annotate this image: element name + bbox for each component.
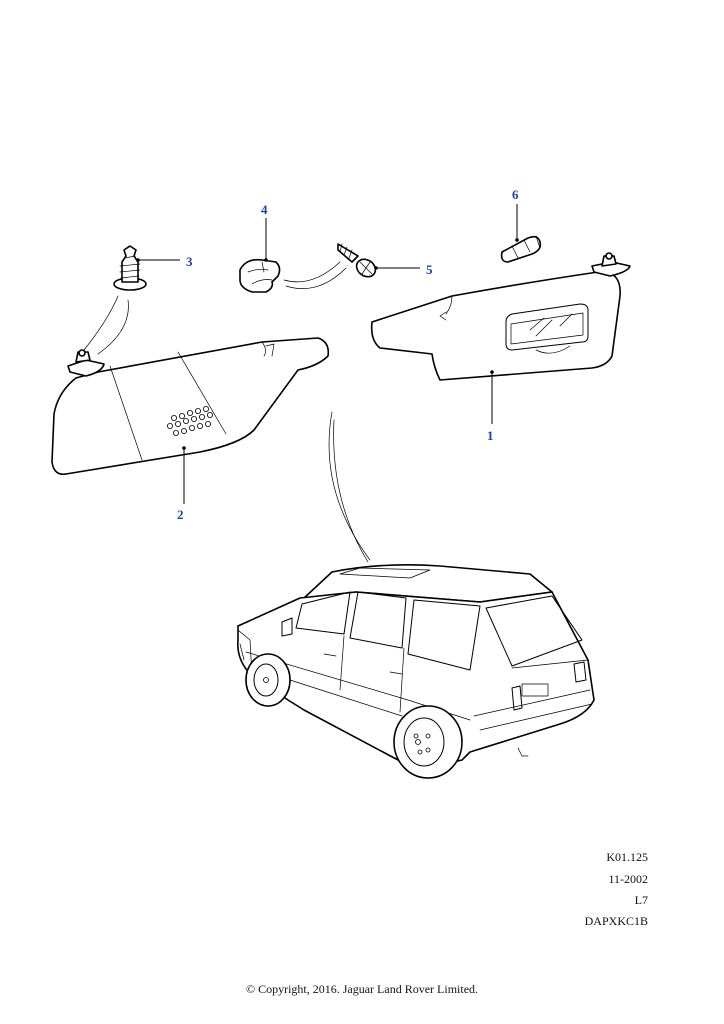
leader-dot-3 — [136, 258, 140, 262]
diagram-code: K01.125 — [606, 850, 648, 864]
callout-6: 6 — [512, 187, 519, 202]
screw — [337, 243, 377, 278]
visor-pivot-bracket-left — [67, 349, 105, 377]
callout-1: 1 — [487, 428, 494, 443]
vehicle-illustration — [236, 564, 595, 779]
sun-visor-right — [370, 252, 631, 381]
callout-3: 3 — [186, 254, 193, 269]
sun-visor-left — [51, 337, 330, 476]
leader-dot-1 — [490, 370, 494, 374]
vanity-mirror — [505, 303, 589, 354]
visor-perforation-grid — [166, 405, 213, 436]
fitment-line-4 — [283, 261, 341, 283]
fitment-line-3 — [83, 295, 119, 351]
callout-2: 2 — [177, 507, 184, 522]
visor-pivot-bracket-right — [591, 252, 631, 277]
leader-dot-6 — [515, 238, 519, 242]
diagram-date: 11-2002 — [608, 872, 648, 886]
wheel-front — [245, 653, 291, 707]
visor-clip — [239, 258, 281, 293]
leader-dot-5 — [374, 266, 378, 270]
callout-4: 4 — [261, 202, 268, 217]
diagram-level: L7 — [634, 893, 648, 907]
leader-dot-4 — [264, 258, 268, 262]
location-pointer-b — [333, 419, 369, 563]
illustration-id: DAPXKC1B — [584, 914, 648, 928]
fitment-line-3b — [97, 299, 129, 355]
fitment-line-4b — [285, 267, 347, 289]
retaining-clip — [113, 245, 147, 291]
bulb — [500, 235, 542, 263]
copyright-notice: © Copyright, 2016. Jaguar Land Rover Lim… — [245, 982, 479, 996]
wheel-rear — [393, 705, 463, 779]
leader-dot-2 — [182, 446, 186, 450]
location-pointer — [328, 411, 371, 561]
callout-5: 5 — [426, 262, 433, 277]
